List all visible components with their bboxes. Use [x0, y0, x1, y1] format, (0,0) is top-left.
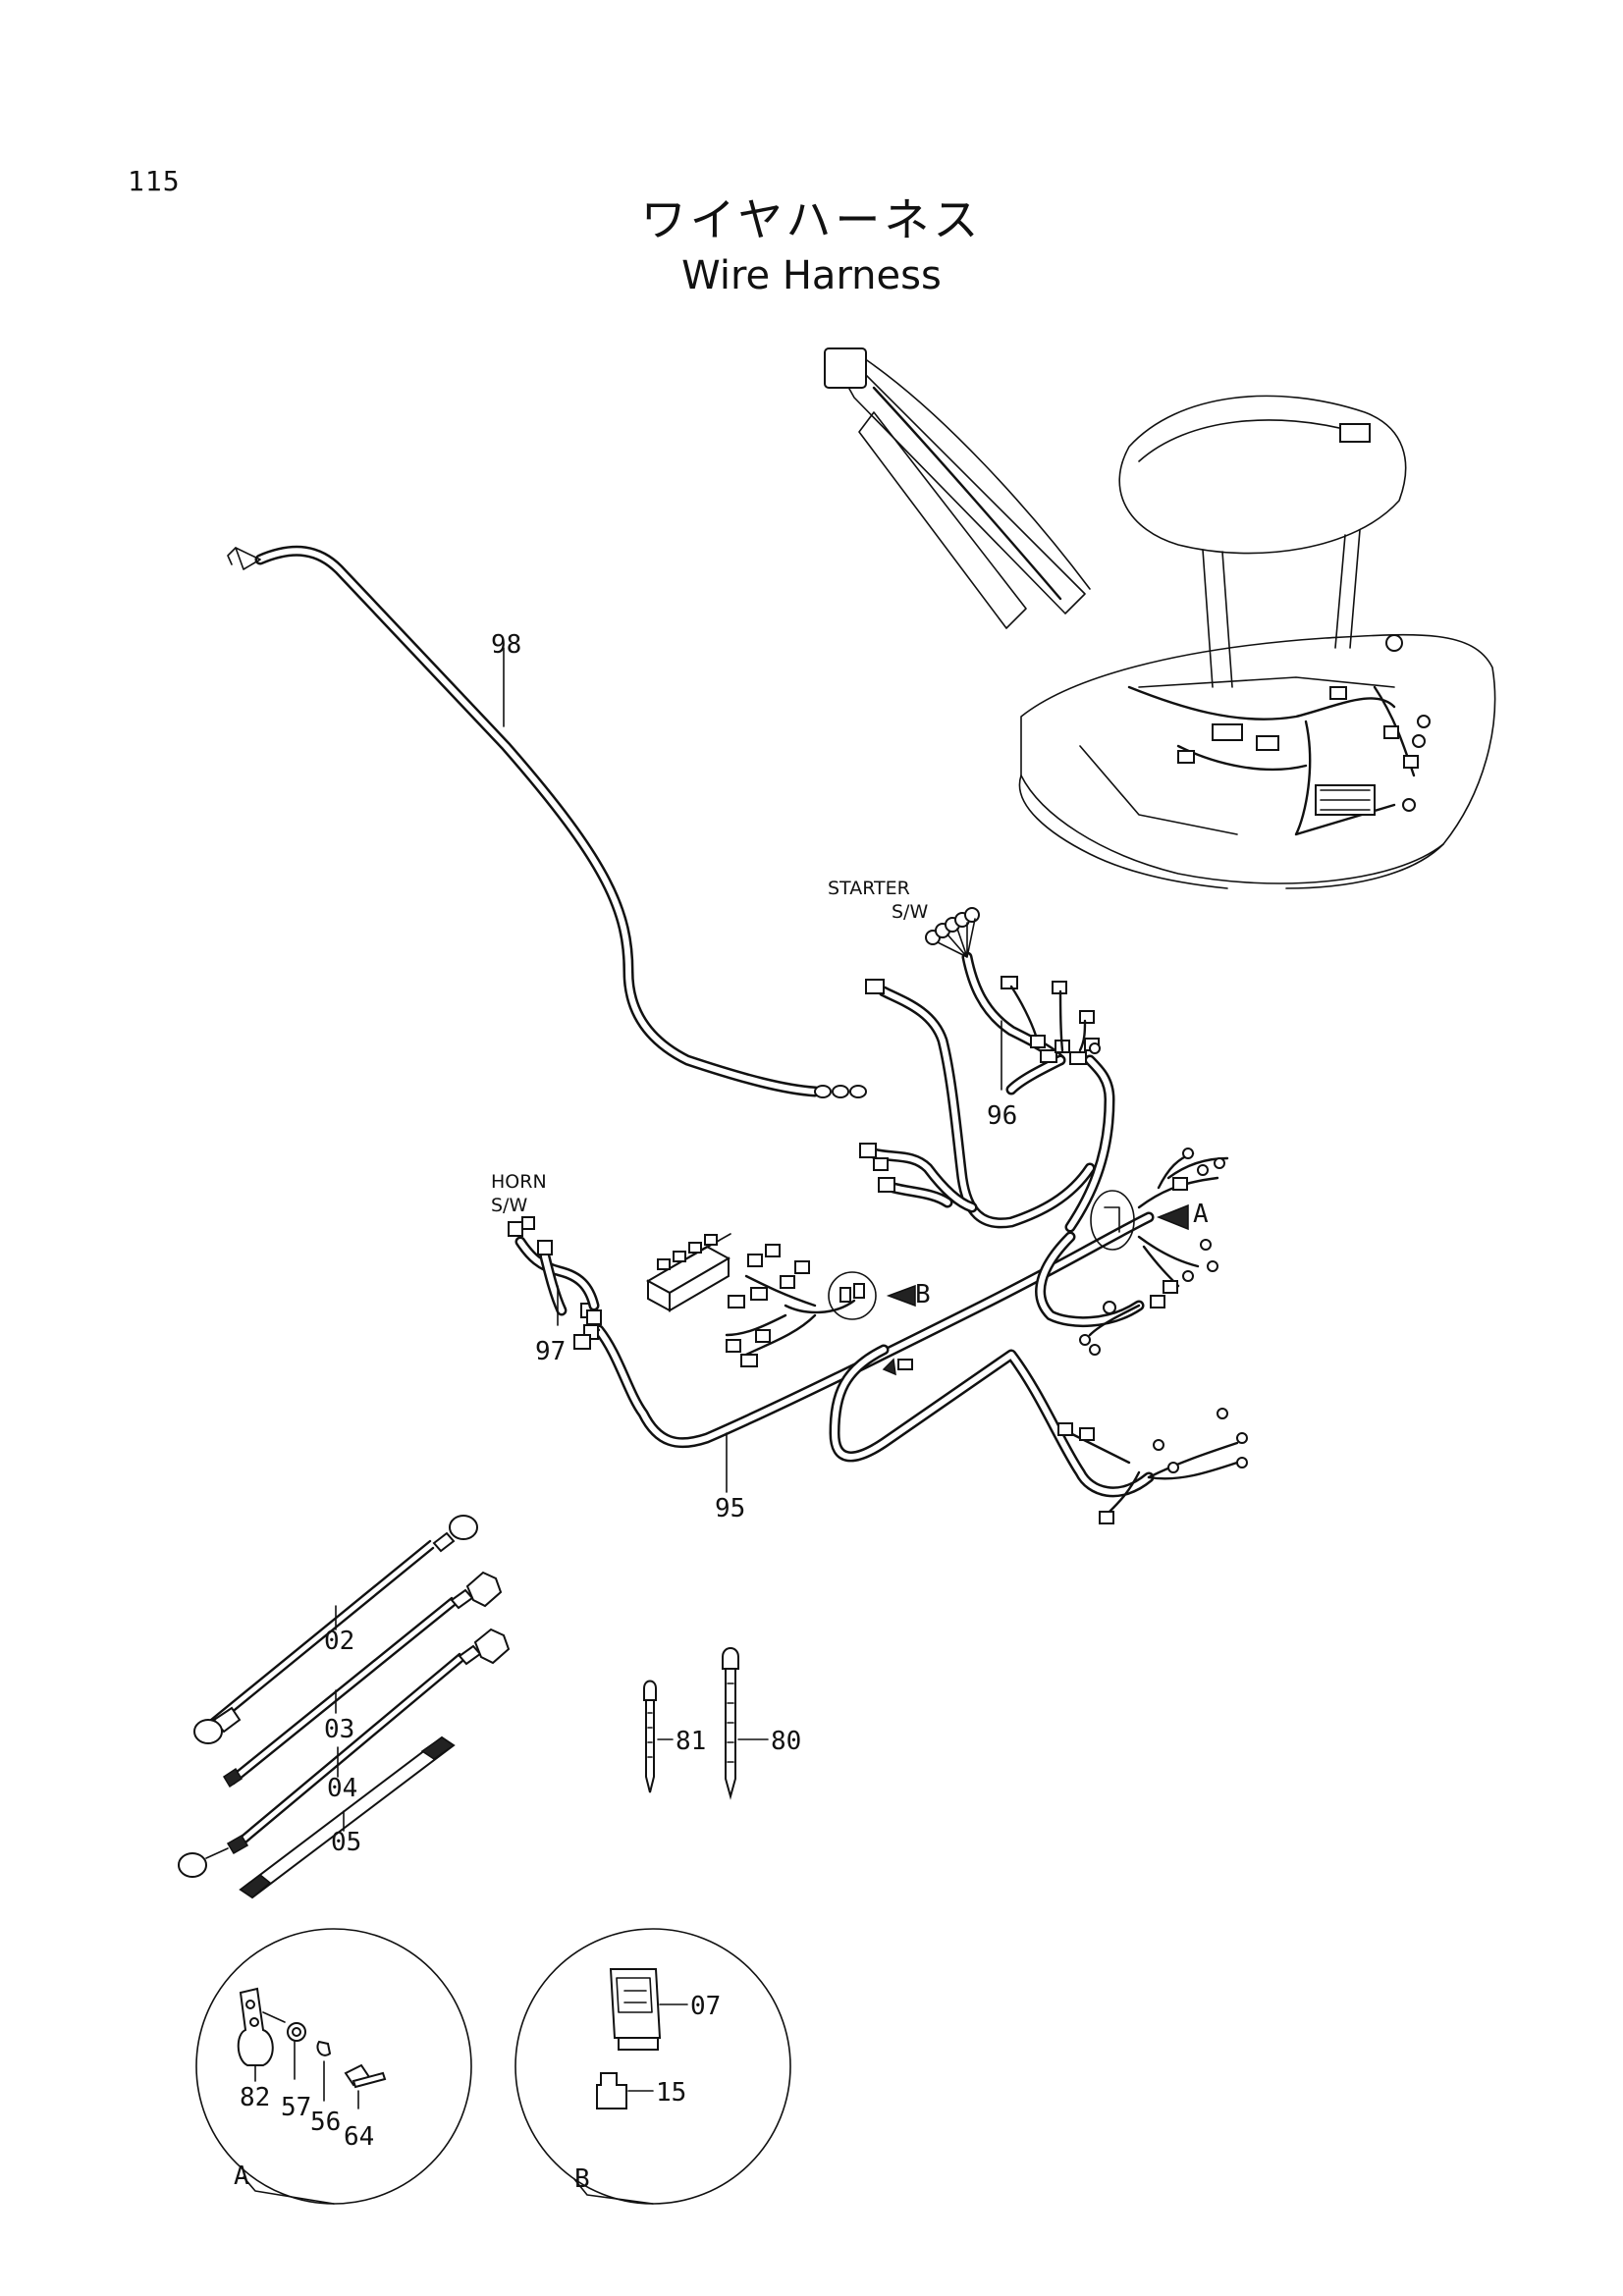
detail-view-b [514, 1928, 791, 2205]
connector-block [645, 1233, 731, 1312]
part-number-97: 97 [535, 1337, 566, 1366]
part-number-98: 98 [491, 630, 521, 660]
ref-marker-a: A [1193, 1200, 1209, 1229]
part-number-81: 81 [676, 1727, 706, 1756]
cable-tie-81 [643, 1680, 674, 1793]
detail-label-a: A [234, 2162, 249, 2191]
part-number-64: 64 [344, 2122, 374, 2152]
cable-02 [193, 1515, 478, 1744]
wire-harness-98 [227, 545, 867, 1098]
part-number-95: 95 [715, 1494, 745, 1523]
part-number-07: 07 [690, 1992, 721, 2021]
title-english: Wire Harness [681, 253, 942, 298]
part-number-82: 82 [240, 2083, 270, 2112]
part-number-56: 56 [310, 2108, 341, 2137]
machine-overview-illustration [824, 347, 1496, 889]
part-number-96: 96 [987, 1101, 1017, 1131]
cable-03 [222, 1571, 503, 1789]
ref-marker-b: B [915, 1280, 931, 1309]
wire-harness-97 [508, 1216, 602, 1350]
part-number-02: 02 [324, 1627, 354, 1656]
part-number-80: 80 [771, 1727, 801, 1756]
part-number-15: 15 [656, 2078, 686, 2108]
horn-sw-label-line1: HORN [491, 1171, 547, 1193]
part-number-57: 57 [281, 2093, 311, 2122]
horn-sw-label-line2: S/W [491, 1195, 527, 1216]
page-number: 115 [128, 165, 181, 197]
cable-tie-80 [722, 1647, 769, 1800]
starter-sw-label-line2: S/W [892, 901, 928, 923]
title-japanese: ワイヤハーネス [640, 193, 983, 246]
detail-label-b: B [574, 2164, 590, 2194]
part-number-05: 05 [331, 1828, 361, 1857]
wire-harness-95 [580, 1054, 1248, 1524]
starter-sw-label-line1: STARTER [828, 878, 910, 899]
detail-view-a [195, 1928, 472, 2205]
part-number-03: 03 [324, 1715, 354, 1744]
part-number-04: 04 [327, 1774, 357, 1803]
cable-05 [239, 1735, 456, 1899]
wire-harness-96 [859, 907, 1101, 1229]
cable-04 [178, 1628, 511, 1878]
